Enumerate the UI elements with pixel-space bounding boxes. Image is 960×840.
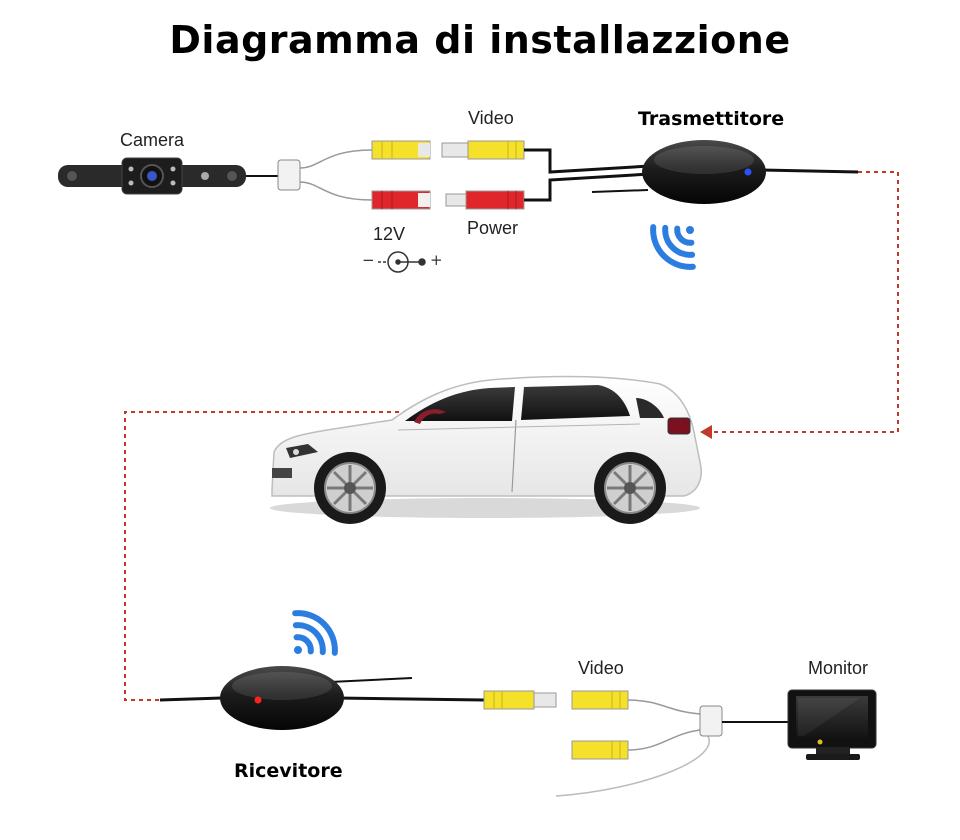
- video-label-bottom: Video: [578, 658, 624, 678]
- signal-path: [124, 171, 899, 701]
- monitor-power-connector: [571, 740, 629, 760]
- minus-sign: −: [362, 251, 375, 269]
- transmitter-wifi-icon: [650, 224, 696, 270]
- receiver-video-connector: [483, 690, 557, 710]
- power-label: Power: [467, 218, 519, 238]
- transmitter-video-connector: [441, 140, 525, 160]
- camera-split-wires: [299, 149, 373, 201]
- monitor-video-connector: [571, 690, 629, 710]
- camera-power-connector: [371, 190, 431, 210]
- car-illustration: [270, 375, 702, 524]
- camera-splitter: [277, 159, 301, 191]
- receiver-wifi-icon: [292, 610, 338, 656]
- monitor-device: [787, 689, 877, 760]
- transmitter-label: Trasmettitore: [638, 108, 785, 130]
- diagram-title: Diagramma di installazzione: [169, 18, 791, 62]
- monitor-label: Monitor: [808, 658, 869, 678]
- video-label-top: Video: [468, 108, 514, 128]
- camera-device: [58, 157, 246, 195]
- camera-video-connector: [371, 140, 431, 160]
- camera-label: Camera: [120, 130, 185, 150]
- plus-sign: +: [430, 251, 443, 269]
- voltage-label: 12V: [373, 224, 406, 244]
- transmitter-cables: [524, 148, 651, 202]
- signal-path-car-to-receiver: [124, 411, 415, 701]
- receiver-device: [159, 666, 485, 730]
- car-front-wheel: [314, 452, 386, 524]
- monitor-splitter: [699, 705, 723, 737]
- receiver-label: Ricevitore: [234, 760, 343, 782]
- dc-jack-icon: [378, 251, 426, 273]
- car-mirror: [414, 409, 446, 424]
- transmitter-device: [642, 140, 859, 204]
- car-rear-wheel: [594, 452, 666, 524]
- signal-arrow-head: [700, 425, 712, 439]
- transmitter-power-connector: [445, 190, 525, 210]
- monitor-split-wires: [555, 699, 710, 797]
- signal-path-transmitter-to-car: [712, 171, 899, 433]
